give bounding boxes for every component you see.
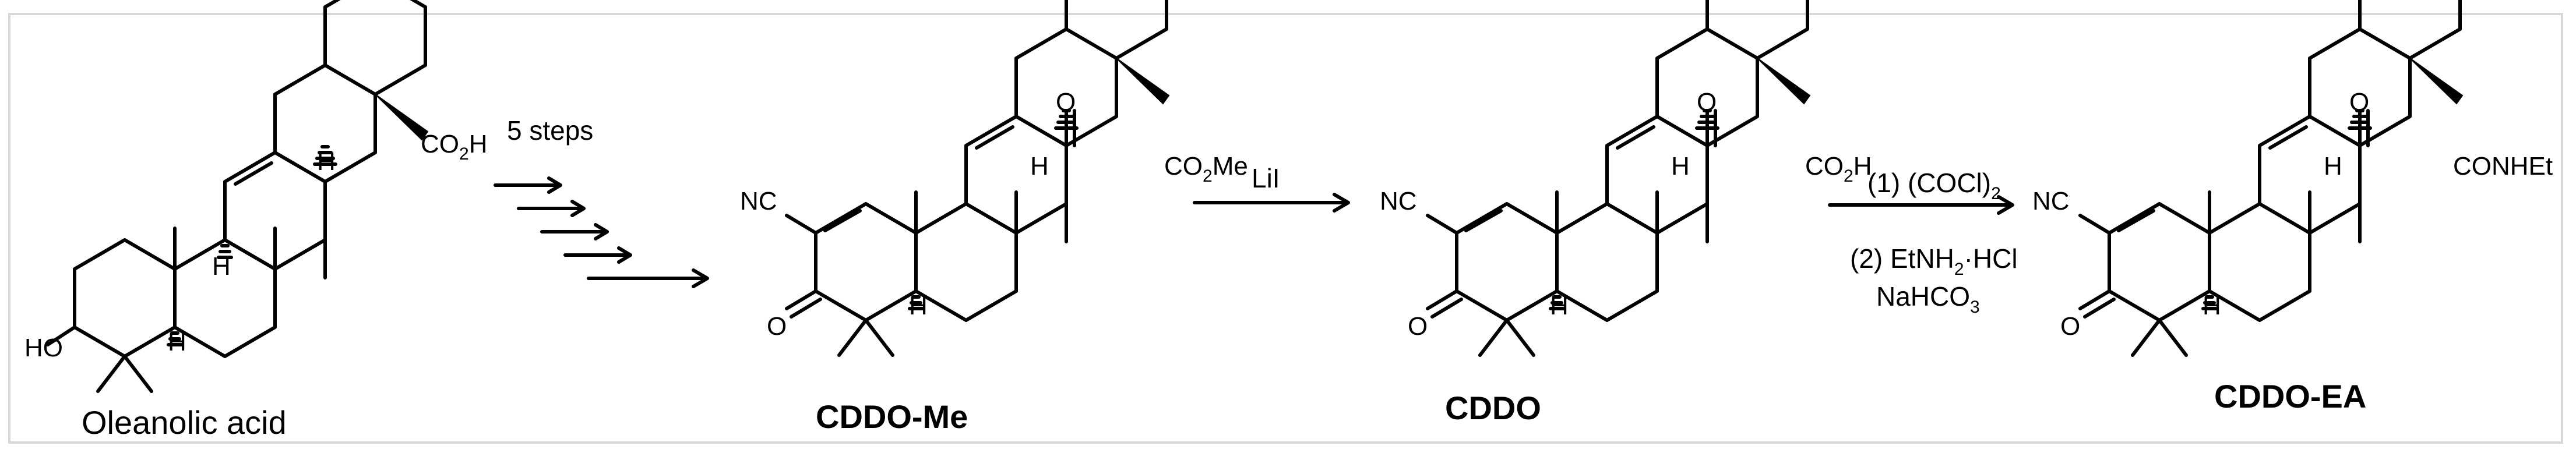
carboxyl-co-label: CO — [421, 130, 459, 158]
cddo-ea-name: CDDO-EA — [2214, 378, 2366, 415]
nitrile-label: NC — [1380, 187, 1417, 215]
step2-arrow — [1193, 193, 1350, 213]
ketone-o-label: O — [767, 312, 787, 341]
step1-label: 5 steps — [507, 115, 593, 146]
carboxyl-subscript: 2 — [459, 144, 469, 164]
amide-label: CONHEt — [2453, 152, 2553, 181]
acid-co-label: CO — [1805, 152, 1844, 181]
h5-label: H — [1550, 292, 1569, 320]
acid-subscript: 2 — [1844, 167, 1853, 186]
step1-arrow — [494, 176, 709, 288]
cddo-ea-structure: NC O O H H CONHEt — [2032, 0, 2553, 355]
ester-subscript: 2 — [1203, 167, 1213, 186]
h5-label: H — [2203, 292, 2221, 320]
cddo-structure: NC O O H H CO2H — [1380, 0, 1872, 355]
h18-label: H — [317, 147, 336, 176]
svg-text:CO2H: CO2H — [421, 130, 487, 164]
figure-frame — [8, 13, 2563, 444]
step3-bottom-label-2: NaHCO3 — [1876, 281, 1980, 317]
nitrile-label: NC — [2032, 187, 2070, 215]
oleanolic-acid-name: Oleanolic acid — [82, 404, 287, 441]
cddo-me-name: CDDO-Me — [816, 398, 968, 435]
step3-arrow — [1828, 195, 2014, 215]
c11-ketone-o-label: O — [1056, 88, 1076, 116]
nitrile-label: NC — [740, 187, 777, 215]
h18-label: H — [2324, 152, 2342, 181]
ketone-o-label: O — [1408, 312, 1428, 341]
h5-label: H — [168, 328, 186, 356]
h18-label: H — [1030, 152, 1049, 181]
step2-label: LiI — [1252, 163, 1280, 193]
h5-label: H — [909, 292, 928, 320]
svg-text:CO2Me: CO2Me — [1164, 152, 1248, 186]
h9-label: H — [212, 252, 231, 281]
ester-me-label: Me — [1213, 152, 1248, 181]
acid-h-label: H — [1853, 152, 1872, 181]
cddo-me-structure: NC O O H H CO2Me — [740, 0, 1248, 355]
step3-top-label: (1) (COCl)2 — [1867, 168, 2001, 203]
c11-ketone-o-label: O — [2349, 88, 2369, 116]
h18-label: H — [1671, 152, 1690, 181]
step3-bottom-label-1: (2) EtNH2·HCl — [1850, 243, 2018, 279]
cddo-name: CDDO — [1445, 390, 1541, 426]
svg-text:CO2H: CO2H — [1805, 152, 1872, 186]
ketone-o-label: O — [2060, 312, 2080, 341]
oleanolic-acid-structure: HO H H H CO2H — [24, 0, 487, 391]
c11-ketone-o-label: O — [1697, 88, 1717, 116]
ester-co-label: CO — [1164, 152, 1203, 181]
carboxyl-h-label: H — [469, 130, 488, 158]
hydroxyl-label: HO — [24, 334, 63, 362]
